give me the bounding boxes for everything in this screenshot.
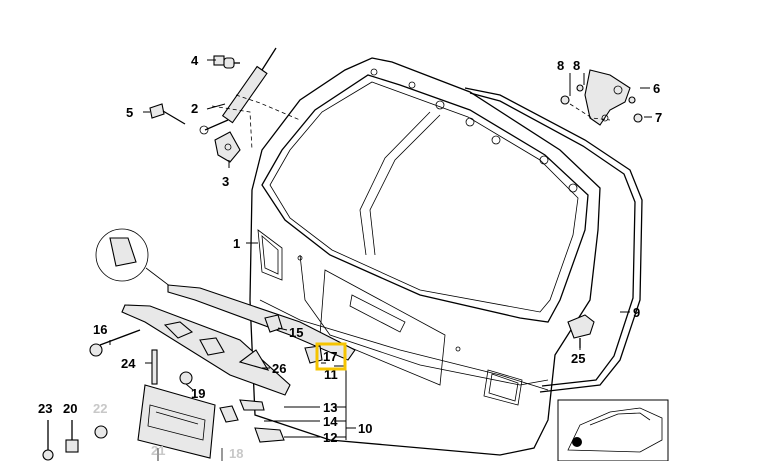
label-18: 18 [229, 446, 243, 461]
label-10: 10 [358, 421, 372, 436]
clip-15 [264, 314, 283, 333]
label-14: 14 [323, 414, 338, 429]
plate-light-14 [219, 405, 239, 423]
label-15: 15 [289, 325, 303, 340]
plate-light-13 [239, 399, 265, 411]
label-4: 4 [191, 53, 199, 68]
detail-inset-circle [95, 228, 176, 291]
part-17 [304, 345, 323, 364]
label-22: 22 [93, 401, 107, 416]
nut-22 [94, 425, 108, 439]
washer-23 [42, 449, 54, 461]
bolt-5 [149, 103, 186, 125]
licence-plate-holder [137, 384, 216, 459]
label-13: 13 [323, 400, 337, 415]
label-11: 11 [324, 367, 338, 382]
highlight-box [315, 342, 347, 371]
warning-triangle-icon [238, 349, 270, 371]
label-23: 23 [38, 401, 52, 416]
label-20: 20 [63, 401, 77, 416]
leader-lines [109, 59, 652, 440]
label-1: 1 [233, 236, 240, 251]
trim-strip [167, 284, 356, 361]
gas-strut [199, 47, 277, 135]
label-2: 2 [191, 101, 198, 116]
label-8a: 8 [557, 58, 564, 73]
strut-bracket [214, 131, 241, 163]
plate-light-12 [254, 427, 285, 443]
clip-19 [179, 371, 193, 385]
bolt-20 [65, 439, 79, 453]
label-12: 12 [323, 430, 337, 445]
car-location-thumbnail [557, 399, 669, 462]
ball-stud [213, 55, 240, 69]
label-8b: 8 [573, 58, 580, 73]
label-26: 26 [272, 361, 286, 376]
label-3: 3 [222, 174, 229, 189]
tailgate-seal [464, 87, 643, 393]
label-7: 7 [655, 110, 662, 125]
rubber-buffer [567, 314, 595, 348]
label-6: 6 [653, 81, 660, 96]
label-19: 19 [191, 386, 205, 401]
label-16: 16 [93, 322, 107, 337]
label-21: 21 [151, 443, 165, 458]
label-25: 25 [571, 351, 585, 366]
label-9: 9 [633, 305, 640, 320]
tailgate-panel [249, 57, 601, 456]
label-24: 24 [121, 356, 136, 371]
tailgate-hinge [560, 69, 643, 126]
label-17: 17 [323, 349, 337, 364]
screw-16 [89, 329, 141, 357]
tailgate-seal-inner [469, 92, 636, 387]
pin-24 [151, 349, 158, 385]
strut-guide-line [235, 94, 301, 121]
label-5: 5 [126, 105, 133, 120]
